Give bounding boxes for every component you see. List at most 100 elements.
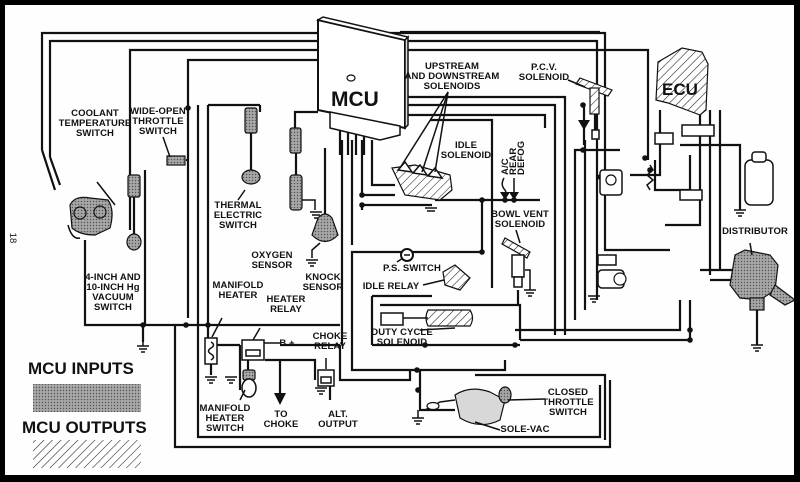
svg-text:THERMAL: THERMAL — [214, 200, 261, 211]
svg-text:ALT.: ALT. — [328, 409, 348, 420]
junction-dot — [414, 367, 420, 373]
svg-text:DUTY CYCLE: DUTY CYCLE — [371, 327, 433, 338]
svg-text:P.C.V.: P.C.V. — [531, 62, 557, 73]
wire — [405, 95, 567, 335]
wire — [405, 113, 547, 128]
wire — [362, 198, 484, 254]
label-upstream-downstream-solenoids: UPSTREAM AND DOWNSTREAM SOLENOIDS — [405, 61, 500, 92]
mcu-module: MCU — [316, 16, 410, 155]
junction-dots — [140, 102, 693, 393]
junction-dot — [479, 249, 485, 255]
label-pcv-solenoid: P.C.V. SOLENOID — [519, 62, 569, 83]
ac-rear-defog-inputs — [500, 177, 519, 200]
junction-dot — [687, 337, 693, 343]
svg-text:SOLENOID: SOLENOID — [519, 72, 569, 83]
svg-text:TEMPERATURE: TEMPERATURE — [59, 118, 132, 129]
svg-text:SWITCH: SWITCH — [139, 126, 177, 137]
knock-sensor — [311, 148, 339, 258]
svg-text:BOWL VENT: BOWL VENT — [491, 209, 549, 220]
pcv-solenoid — [575, 77, 613, 145]
svg-text:A/C: A/C — [500, 158, 511, 175]
junction-dot — [359, 202, 365, 208]
oxygen-sensor — [289, 115, 316, 211]
svg-text:SWITCH: SWITCH — [206, 423, 244, 434]
svg-text:4-INCH AND: 4-INCH AND — [85, 272, 141, 283]
wire — [293, 110, 318, 115]
svg-text:THROTTLE: THROTTLE — [132, 116, 183, 127]
wire — [360, 140, 395, 197]
svg-text:WIDE-OPEN: WIDE-OPEN — [130, 106, 186, 117]
wire — [680, 143, 742, 200]
svg-text:AND DOWNSTREAM: AND DOWNSTREAM — [405, 71, 500, 82]
legend-inputs-label: MCU INPUTS — [28, 359, 134, 378]
legend-outputs-label: MCU OUTPUTS — [22, 418, 147, 437]
voltage-regulator — [599, 169, 623, 196]
wiring-harness — [40, 30, 742, 449]
junction-dot — [642, 155, 648, 161]
junction-dot — [359, 192, 365, 198]
sole-vac — [424, 386, 512, 426]
ground-icon — [425, 207, 437, 212]
label-idle-relay: IDLE RELAY — [363, 281, 420, 292]
vacuum-switch — [126, 174, 142, 251]
ground-icon — [524, 289, 536, 297]
svg-text:SENSOR: SENSOR — [303, 282, 344, 293]
label-to-choke: TO CHOKE — [264, 409, 299, 430]
svg-text:SOLENOID: SOLENOID — [377, 337, 427, 348]
svg-text:OUTPUT: OUTPUT — [318, 419, 358, 430]
leader-line — [239, 389, 246, 401]
leader-line — [515, 229, 521, 244]
ground-icon — [412, 410, 424, 425]
label-choke-relay: CHOKE RELAY — [313, 331, 348, 352]
svg-text:SOLENOID: SOLENOID — [441, 150, 491, 161]
label-thermal-electric-switch: THERMAL ELECTRIC SWITCH — [214, 200, 262, 231]
ecu-label: ECU — [662, 80, 698, 99]
choke-relay — [317, 369, 335, 387]
duty-cycle-solenoid — [380, 309, 474, 327]
leader-line — [421, 91, 449, 173]
leader-line — [237, 189, 246, 201]
label-manifold-heater-switch: MANIFOLD HEATER SWITCH — [200, 403, 251, 434]
mcu-label: MCU — [331, 88, 379, 111]
wire — [380, 303, 522, 340]
ground-icon — [588, 295, 600, 303]
to-choke-arrow-icon — [274, 393, 286, 405]
junction-dot — [479, 197, 485, 203]
coolant-temperature-switch — [67, 196, 113, 239]
leader-line — [399, 91, 449, 169]
wire — [40, 149, 57, 191]
label-alt-output: ALT. OUTPUT — [318, 409, 358, 430]
wiring-diagram-sheet: MCU ECU — [5, 5, 794, 475]
leader-line — [434, 91, 449, 173]
ground-icon — [751, 344, 763, 352]
wire — [405, 48, 650, 160]
leader-line — [396, 257, 404, 263]
svg-text:SOLENOID: SOLENOID — [495, 219, 545, 230]
label-sole-vac: SOLE-VAC — [500, 424, 549, 435]
page-number: 18 — [7, 233, 18, 244]
ground-icon — [306, 259, 318, 267]
connector — [679, 189, 703, 201]
ground-icon — [137, 342, 149, 353]
upstream-downstream-solenoids — [391, 160, 453, 201]
wide-open-throttle-switch — [166, 155, 188, 166]
ground-icon — [225, 376, 237, 384]
legend: MCU INPUTS MCU OUTPUTS — [22, 359, 147, 468]
ground-icon — [315, 387, 327, 395]
legend-outputs-swatch — [33, 440, 141, 468]
labels: COOLANT TEMPERATURE SWITCH WIDE-OPEN THR… — [7, 61, 788, 435]
svg-text:OXYGEN: OXYGEN — [251, 250, 292, 261]
label-manifold-heater: MANIFOLD HEATER — [213, 280, 264, 301]
svg-text:SWITCH: SWITCH — [76, 128, 114, 139]
heater-relay — [241, 339, 280, 361]
svg-text:DEFOG: DEFOG — [516, 141, 527, 175]
leader-line — [749, 242, 753, 256]
ecu-connector — [654, 132, 674, 145]
junction-dot — [205, 322, 211, 328]
connector — [597, 254, 617, 266]
bowl-vent-solenoid — [501, 237, 531, 305]
junction-dot — [140, 322, 146, 328]
svg-text:SOLENOIDS: SOLENOIDS — [424, 81, 481, 92]
junction-dot — [185, 105, 191, 111]
svg-text:HEATER: HEATER — [267, 294, 306, 305]
